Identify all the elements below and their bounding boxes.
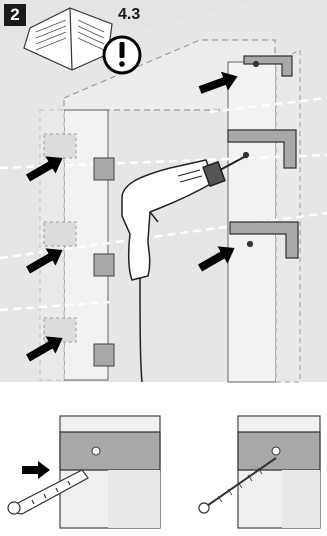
screw-insertion-detail	[199, 416, 320, 528]
step-number-badge: 2	[4, 4, 26, 26]
dowel-insertion-detail	[8, 416, 160, 528]
bracket-plate-left	[60, 432, 160, 470]
exclamation-warning-icon	[104, 37, 140, 73]
manual-section-reference: 4.3	[118, 6, 140, 24]
arrow-icon	[22, 461, 50, 479]
